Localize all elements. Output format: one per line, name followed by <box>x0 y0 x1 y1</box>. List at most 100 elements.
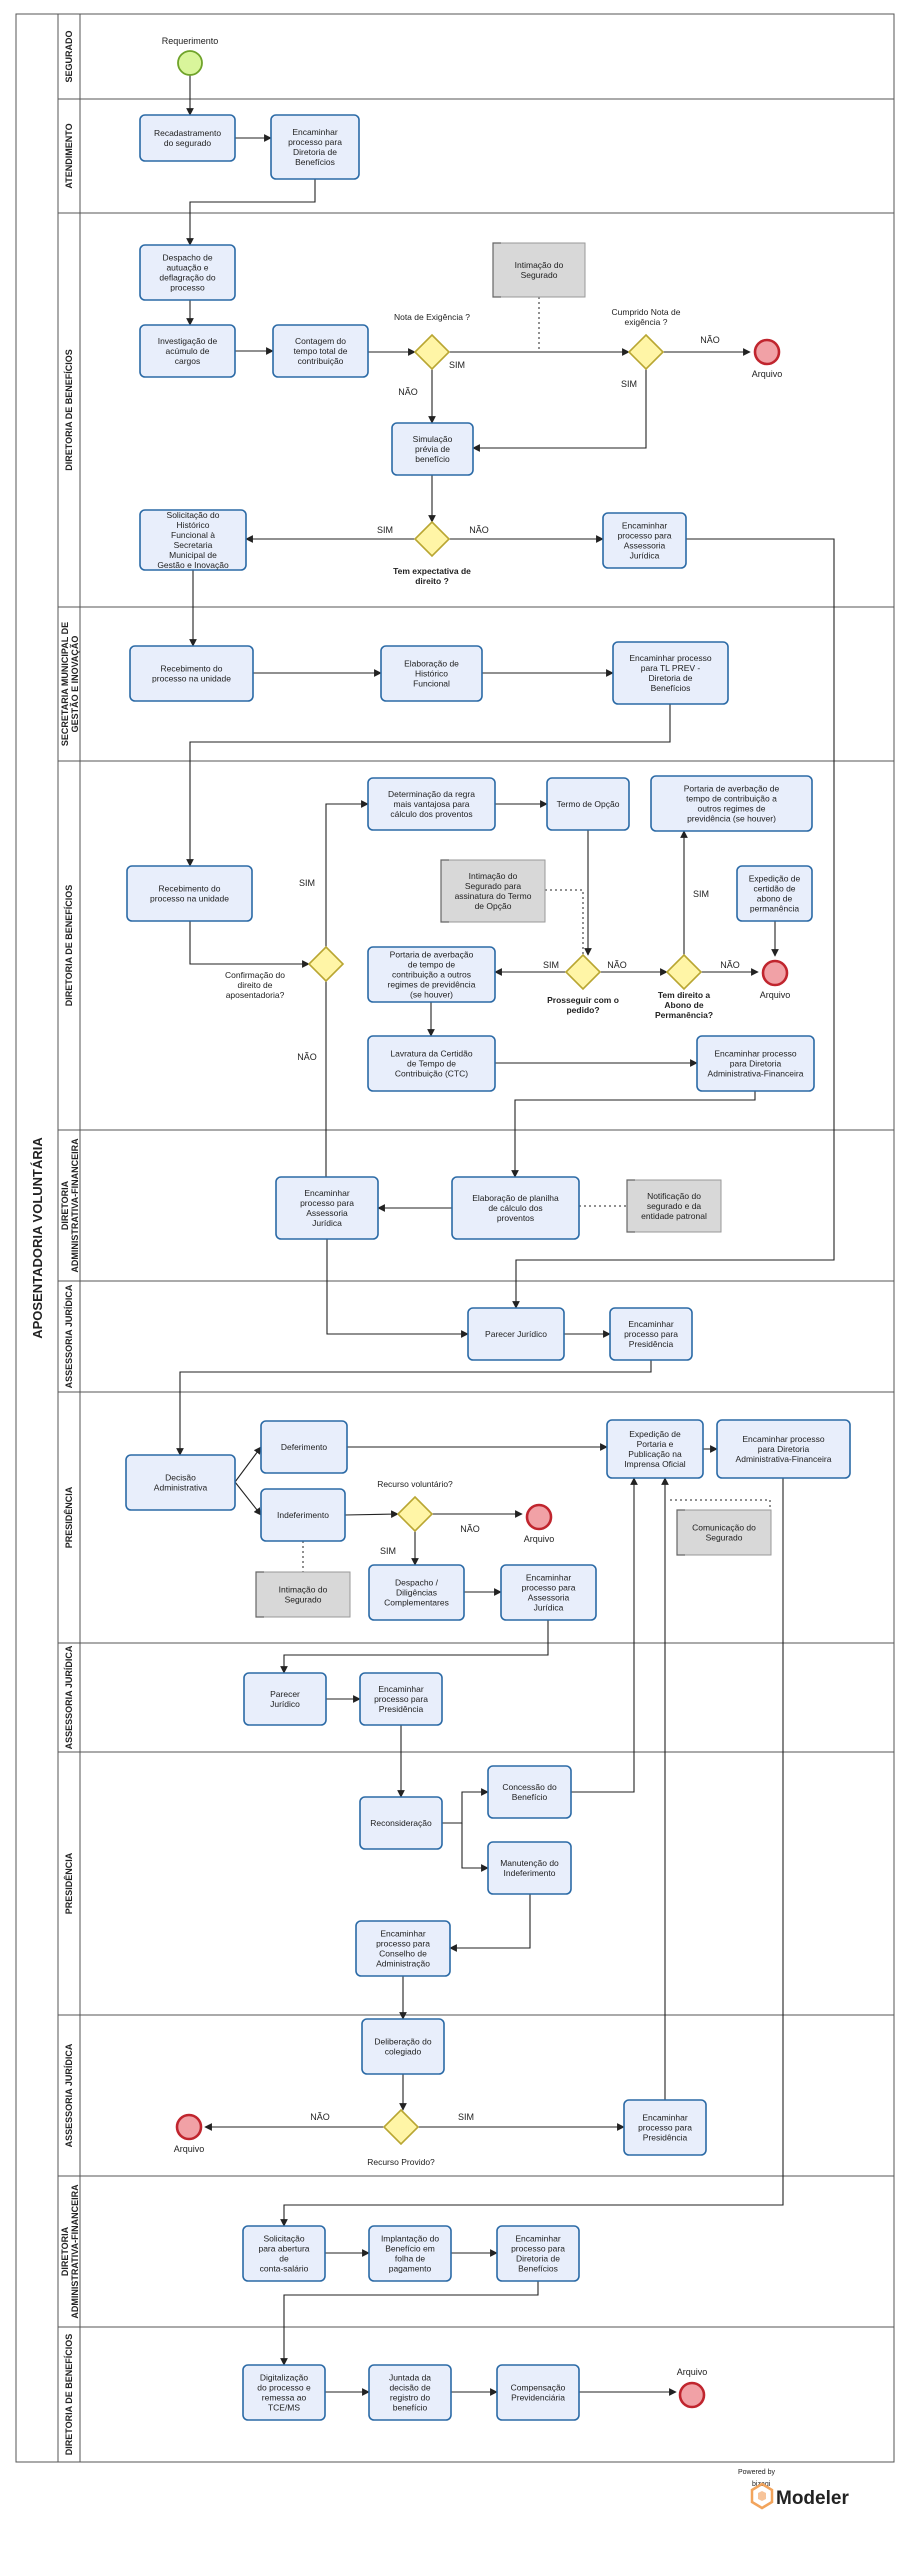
sequence-flow <box>571 1477 638 1793</box>
modeler-logo-icon <box>750 2482 774 2510</box>
flow-label: NÃO <box>398 387 418 397</box>
task-termo[interactable]: Termo de Opção <box>546 777 630 831</box>
task-indeferimento[interactable]: Indeferimento <box>260 1488 346 1542</box>
flow-label: SIM <box>621 379 637 389</box>
sequence-flow <box>176 1360 652 1456</box>
gateway-recurso[interactable]: Recurso voluntário? <box>377 1479 453 1533</box>
lane-label-atendimento: ATENDIMENTO <box>64 123 74 188</box>
sequence-flow <box>325 800 369 947</box>
gateway-nota[interactable]: Nota de Exigência ? <box>394 312 470 371</box>
lane-label-pres1: PRESIDÊNCIA <box>63 1486 74 1548</box>
sequence-flow <box>512 538 835 1309</box>
task-deferimento[interactable]: Deferimento <box>260 1420 348 1474</box>
sequence-flow <box>234 1446 262 1483</box>
lane-label-sec: SECRETARIA MUNICIPAL DEGESTÃO E INOVAÇÃO <box>60 622 80 746</box>
start-event[interactable]: Requerimento <box>162 36 219 76</box>
bizagi-branding: Powered by bizagi Modeler <box>738 2469 849 2510</box>
sequence-flow <box>325 981 379 1212</box>
task-parecer1[interactable]: Parecer Jurídico <box>467 1307 565 1361</box>
gateway-label: Nota de Exigência ? <box>394 312 470 322</box>
start-event-label: Requerimento <box>162 36 219 46</box>
end-event[interactable]: Arquivo <box>174 2113 205 2154</box>
lane-label-dafin2: DIRETORIAADMINISTRATIVA-FINANCEIRA <box>60 2184 80 2319</box>
end-event[interactable]: Arquivo <box>752 338 783 379</box>
sequence-flow <box>280 1478 784 2227</box>
sequence-flow <box>280 1620 549 1674</box>
end-event[interactable]: Arquivo <box>524 1503 555 1544</box>
association-line <box>668 1499 771 1512</box>
end-event[interactable]: Arquivo <box>677 2367 708 2409</box>
pool-border <box>15 13 895 2463</box>
task-recons[interactable]: Reconsideração <box>359 1796 443 1850</box>
gateway-provido[interactable]: Recurso Provido? <box>367 2108 435 2167</box>
sequence-flow <box>189 921 310 968</box>
task-label: Deferimento <box>281 1442 328 1452</box>
task-label: Indeferimento <box>277 1510 329 1520</box>
end-event[interactable]: Arquivo <box>760 959 791 1000</box>
